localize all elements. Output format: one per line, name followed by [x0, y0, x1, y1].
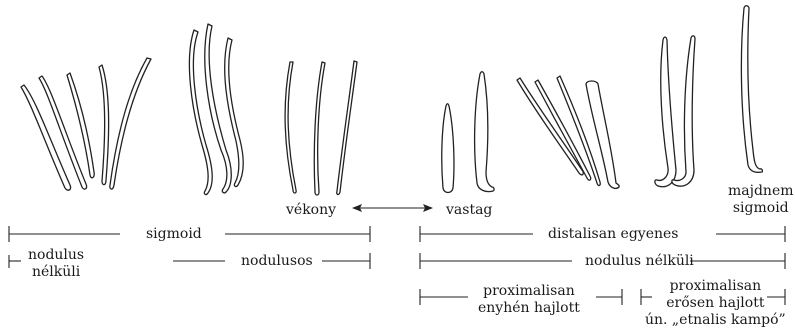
label-nodulus-nelkuli-right: nodulus nélküli [585, 253, 694, 269]
thin-thick-double-arrow [352, 204, 433, 212]
label-nodulus-nelkuli-left-line2: nélküli [28, 264, 84, 281]
label-sigmoid: sigmoid [146, 226, 202, 242]
label-vekony: vékony [286, 202, 336, 218]
label-proximalisan-erosen-line1: proximalisan [645, 278, 786, 295]
thin-sclerite [337, 61, 357, 195]
label-proximalisan-erosen-line2: erősen hajlott [645, 295, 786, 312]
label-nodulusos: nodulusos [241, 253, 313, 269]
thin-sclerite-group [285, 61, 357, 195]
thick-sclerite-group [442, 72, 494, 193]
label-vastag: vastag [446, 202, 492, 218]
label-nodulus-nelkuli-left-line1: nodulus [28, 247, 84, 264]
slightly-bent-sclerite [517, 78, 583, 175]
label-nodulus-nelkuli-left: nodulus nélküli [28, 247, 84, 281]
label-proximalisan-erosen: proximalisan erősen hajlott ún. „etnalis… [645, 278, 786, 329]
label-majdnem-sigmoid-line2: sigmoid [728, 200, 794, 217]
hooked-sclerite-group [655, 36, 695, 187]
nodulus-nelkuli-left-range-bar [9, 255, 21, 268]
thick-sclerite [442, 104, 454, 193]
long-sigmoid-sclerite-group [189, 24, 243, 194]
label-proximalisan-enyhen-line2: enyhén hajlott [478, 300, 580, 317]
label-proximalisan-enyhen-line1: proximalisan [478, 283, 580, 300]
slightly-bent-sclerite [586, 81, 619, 188]
sigmoid-sclerite [110, 58, 151, 189]
slightly-bent-sclerite-group [517, 76, 619, 188]
label-majdnem-sigmoid: majdnem sigmoid [728, 183, 794, 217]
almost-sigmoid-sclerite-group [741, 6, 762, 173]
almost-sigmoid-sclerite [741, 6, 762, 173]
hooked-sclerite [655, 37, 676, 187]
sigmoid-sclerite [99, 65, 109, 185]
thin-sclerite [314, 62, 325, 195]
sigmoid-sclerite [67, 73, 94, 178]
label-distalisan-egyenes: distalisan egyenes [548, 226, 678, 242]
sigmoid-sclerite-group [21, 58, 151, 190]
label-proximalisan-enyhen: proximalisan enyhén hajlott [478, 283, 580, 317]
label-majdnem-sigmoid-line1: majdnem [728, 183, 794, 200]
thick-sclerite [475, 72, 494, 192]
label-proximalisan-erosen-line3: ún. „etnalis kampó” [645, 312, 786, 329]
thin-sclerite [285, 62, 296, 193]
